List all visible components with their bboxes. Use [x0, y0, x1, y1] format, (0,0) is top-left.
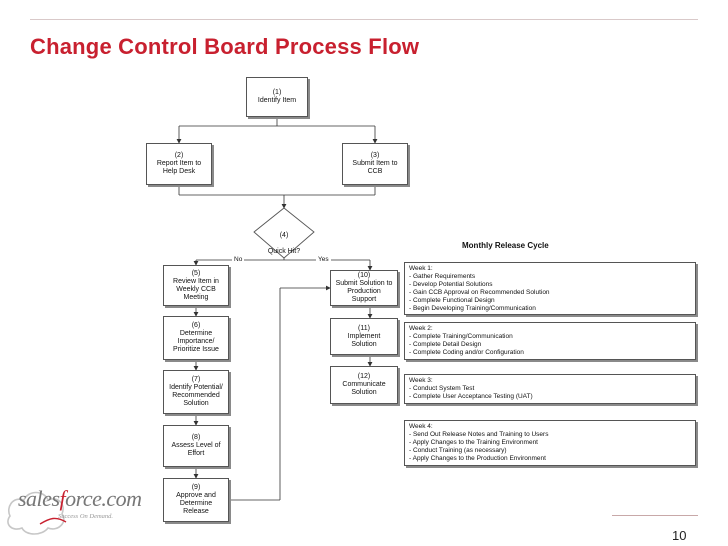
wordmark-f: f	[59, 486, 66, 511]
step-10-submit-solution: (10) Submit Solution to Production Suppo…	[330, 270, 398, 306]
week-3-item: - Complete User Acceptance Testing (UAT)	[409, 393, 533, 400]
week-2-item: - Complete Detail Design	[409, 341, 482, 348]
decision-diamond	[253, 207, 315, 259]
week-2-item: - Complete Coding and/or Configuration	[409, 349, 524, 356]
week-4-item: - Send Out Release Notes and Training to…	[409, 431, 549, 438]
release-cycle-title: Monthly Release Cycle	[462, 241, 549, 250]
step-9-number: (9)	[191, 484, 201, 491]
step-11-number: (11)	[358, 324, 370, 332]
step-12-number: (12)	[357, 373, 371, 380]
step-4-number: (4)	[279, 232, 289, 239]
step-6-number: (6)	[191, 322, 201, 329]
step-6-prioritize: (6) Determine Importance/ Prioritize Iss…	[163, 316, 229, 360]
step-3-text: Submit Item to CCB	[352, 160, 398, 175]
no-label: No	[232, 256, 245, 264]
step-8-text: Assess Level of Effort	[171, 442, 221, 457]
week-2-item: - Complete Training/Communication	[409, 333, 513, 340]
page-number: 10	[672, 528, 687, 543]
step-4-text: Quick Hit?	[267, 248, 301, 255]
yes-label: Yes	[316, 256, 331, 264]
step-2-text: Report Item to Help Desk	[156, 160, 202, 175]
step-8-number: (8)	[191, 434, 201, 441]
step-11-text: Implement Solution	[347, 332, 381, 348]
wordmark-part: orce.com	[65, 486, 142, 511]
step-2-report-item: (2) Report Item to Help Desk	[146, 143, 212, 185]
week-4-item: - Apply Changes to the Training Environm…	[409, 439, 538, 446]
step-7-text: Identify Potential/ Recommended Solution	[169, 384, 223, 407]
wordmark-part: sales	[18, 486, 60, 511]
week-2-box: Week 2: - Complete Training/Communicatio…	[404, 322, 696, 360]
bottom-divider	[612, 515, 698, 516]
step-4-quick-hit: (4) Quick Hit?	[262, 224, 306, 264]
page-title: Change Control Board Process Flow	[30, 34, 420, 59]
week-3-heading: Week 3:	[409, 377, 433, 384]
week-3-item: - Conduct System Test	[409, 385, 475, 392]
week-1-item: - Gather Requirements	[409, 273, 476, 280]
week-2-heading: Week 2:	[409, 325, 433, 332]
step-8-assess-effort: (8) Assess Level of Effort	[163, 425, 229, 467]
step-5-text: Review Item in Weekly CCB Meeting	[173, 277, 219, 301]
step-11-implement: (11) Implement Solution	[330, 318, 398, 355]
step-1-identify-item: (1) Identify Item	[246, 77, 308, 117]
step-10-text: Submit Solution to Production Support	[335, 280, 393, 303]
week-4-item: - Conduct Training (as necessary)	[409, 447, 507, 454]
logo-tagline: Success On Demand.	[58, 513, 114, 520]
top-divider	[30, 19, 698, 20]
step-12-text: Communicate Solution	[342, 381, 386, 396]
week-1-item: - Gain CCB Approval on Recommended Solut…	[409, 289, 550, 296]
week-1-item: - Complete Functional Design	[409, 297, 495, 304]
week-1-item: - Begin Developing Training/Communicatio…	[409, 305, 536, 312]
step-3-submit-item: (3) Submit Item to CCB	[342, 143, 408, 185]
step-5-review-item: (5) Review Item in Weekly CCB Meeting	[163, 265, 229, 306]
step-12-communicate: (12) Communicate Solution	[330, 366, 398, 404]
week-1-heading: Week 1:	[409, 265, 433, 272]
step-7-identify-solution: (7) Identify Potential/ Recommended Solu…	[163, 370, 229, 414]
week-4-item: - Apply Changes to the Production Enviro…	[409, 455, 546, 462]
week-1-item: - Develop Potential Solutions	[409, 281, 493, 288]
step-1-text: Identify Item	[257, 97, 297, 104]
salesforce-wordmark: salesforce.com	[18, 486, 142, 512]
step-9-text: Approve and Determine Release	[176, 492, 216, 515]
week-1-box: Week 1: - Gather Requirements - Develop …	[404, 262, 696, 315]
step-7-number: (7)	[191, 376, 201, 383]
week-4-box: Week 4: - Send Out Release Notes and Tra…	[404, 420, 696, 466]
week-4-heading: Week 4:	[409, 423, 433, 430]
week-3-box: Week 3: - Conduct System Test - Complete…	[404, 374, 696, 404]
salesforce-cloud-logo-icon	[7, 491, 67, 535]
step-2-number: (2)	[174, 152, 184, 159]
step-1-number: (1)	[272, 89, 282, 96]
step-6-text: Determine Importance/ Prioritize Issue	[173, 330, 219, 353]
step-3-number: (3)	[370, 152, 380, 159]
step-5-number: (5)	[191, 269, 201, 277]
step-9-approve-release: (9) Approve and Determine Release	[163, 478, 229, 522]
step-10-number: (10)	[357, 272, 371, 279]
